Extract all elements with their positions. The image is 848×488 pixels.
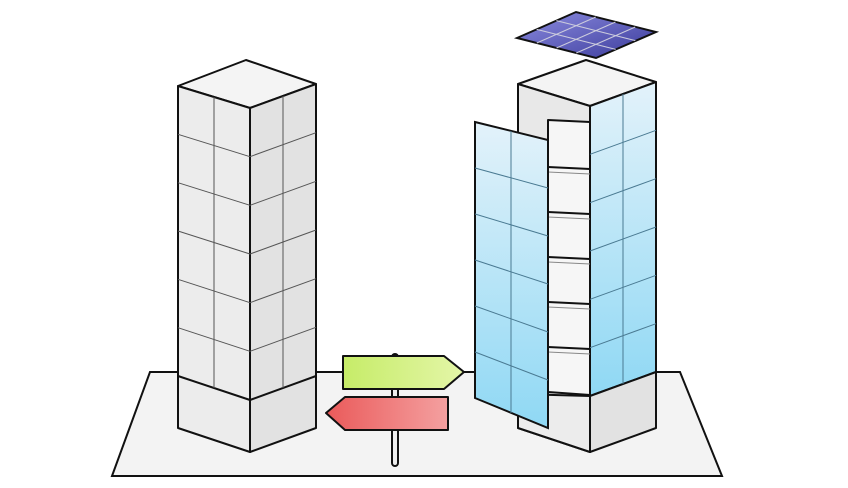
grid-line [547, 166, 591, 170]
solar-panel [513, 10, 660, 60]
left-tower [177, 59, 317, 453]
grid-line [547, 211, 591, 215]
red-arrow-sign [325, 396, 449, 431]
signpost [325, 353, 465, 467]
grid-line [536, 16, 596, 44]
grid-line [547, 306, 591, 310]
grid-line [547, 351, 591, 355]
grid-line [547, 256, 591, 260]
grid-line [556, 21, 616, 49]
grid-line [547, 171, 591, 175]
grid-line [547, 301, 591, 305]
grid-line [547, 216, 591, 220]
grid-line [536, 28, 616, 50]
right-tower-base-side [589, 371, 657, 453]
grid-line [576, 26, 636, 54]
glass-facade-panel [474, 120, 549, 430]
grid-line [547, 346, 591, 350]
green-arrow-sign [342, 355, 465, 390]
grid-line [547, 261, 591, 265]
grid-line [556, 20, 636, 42]
